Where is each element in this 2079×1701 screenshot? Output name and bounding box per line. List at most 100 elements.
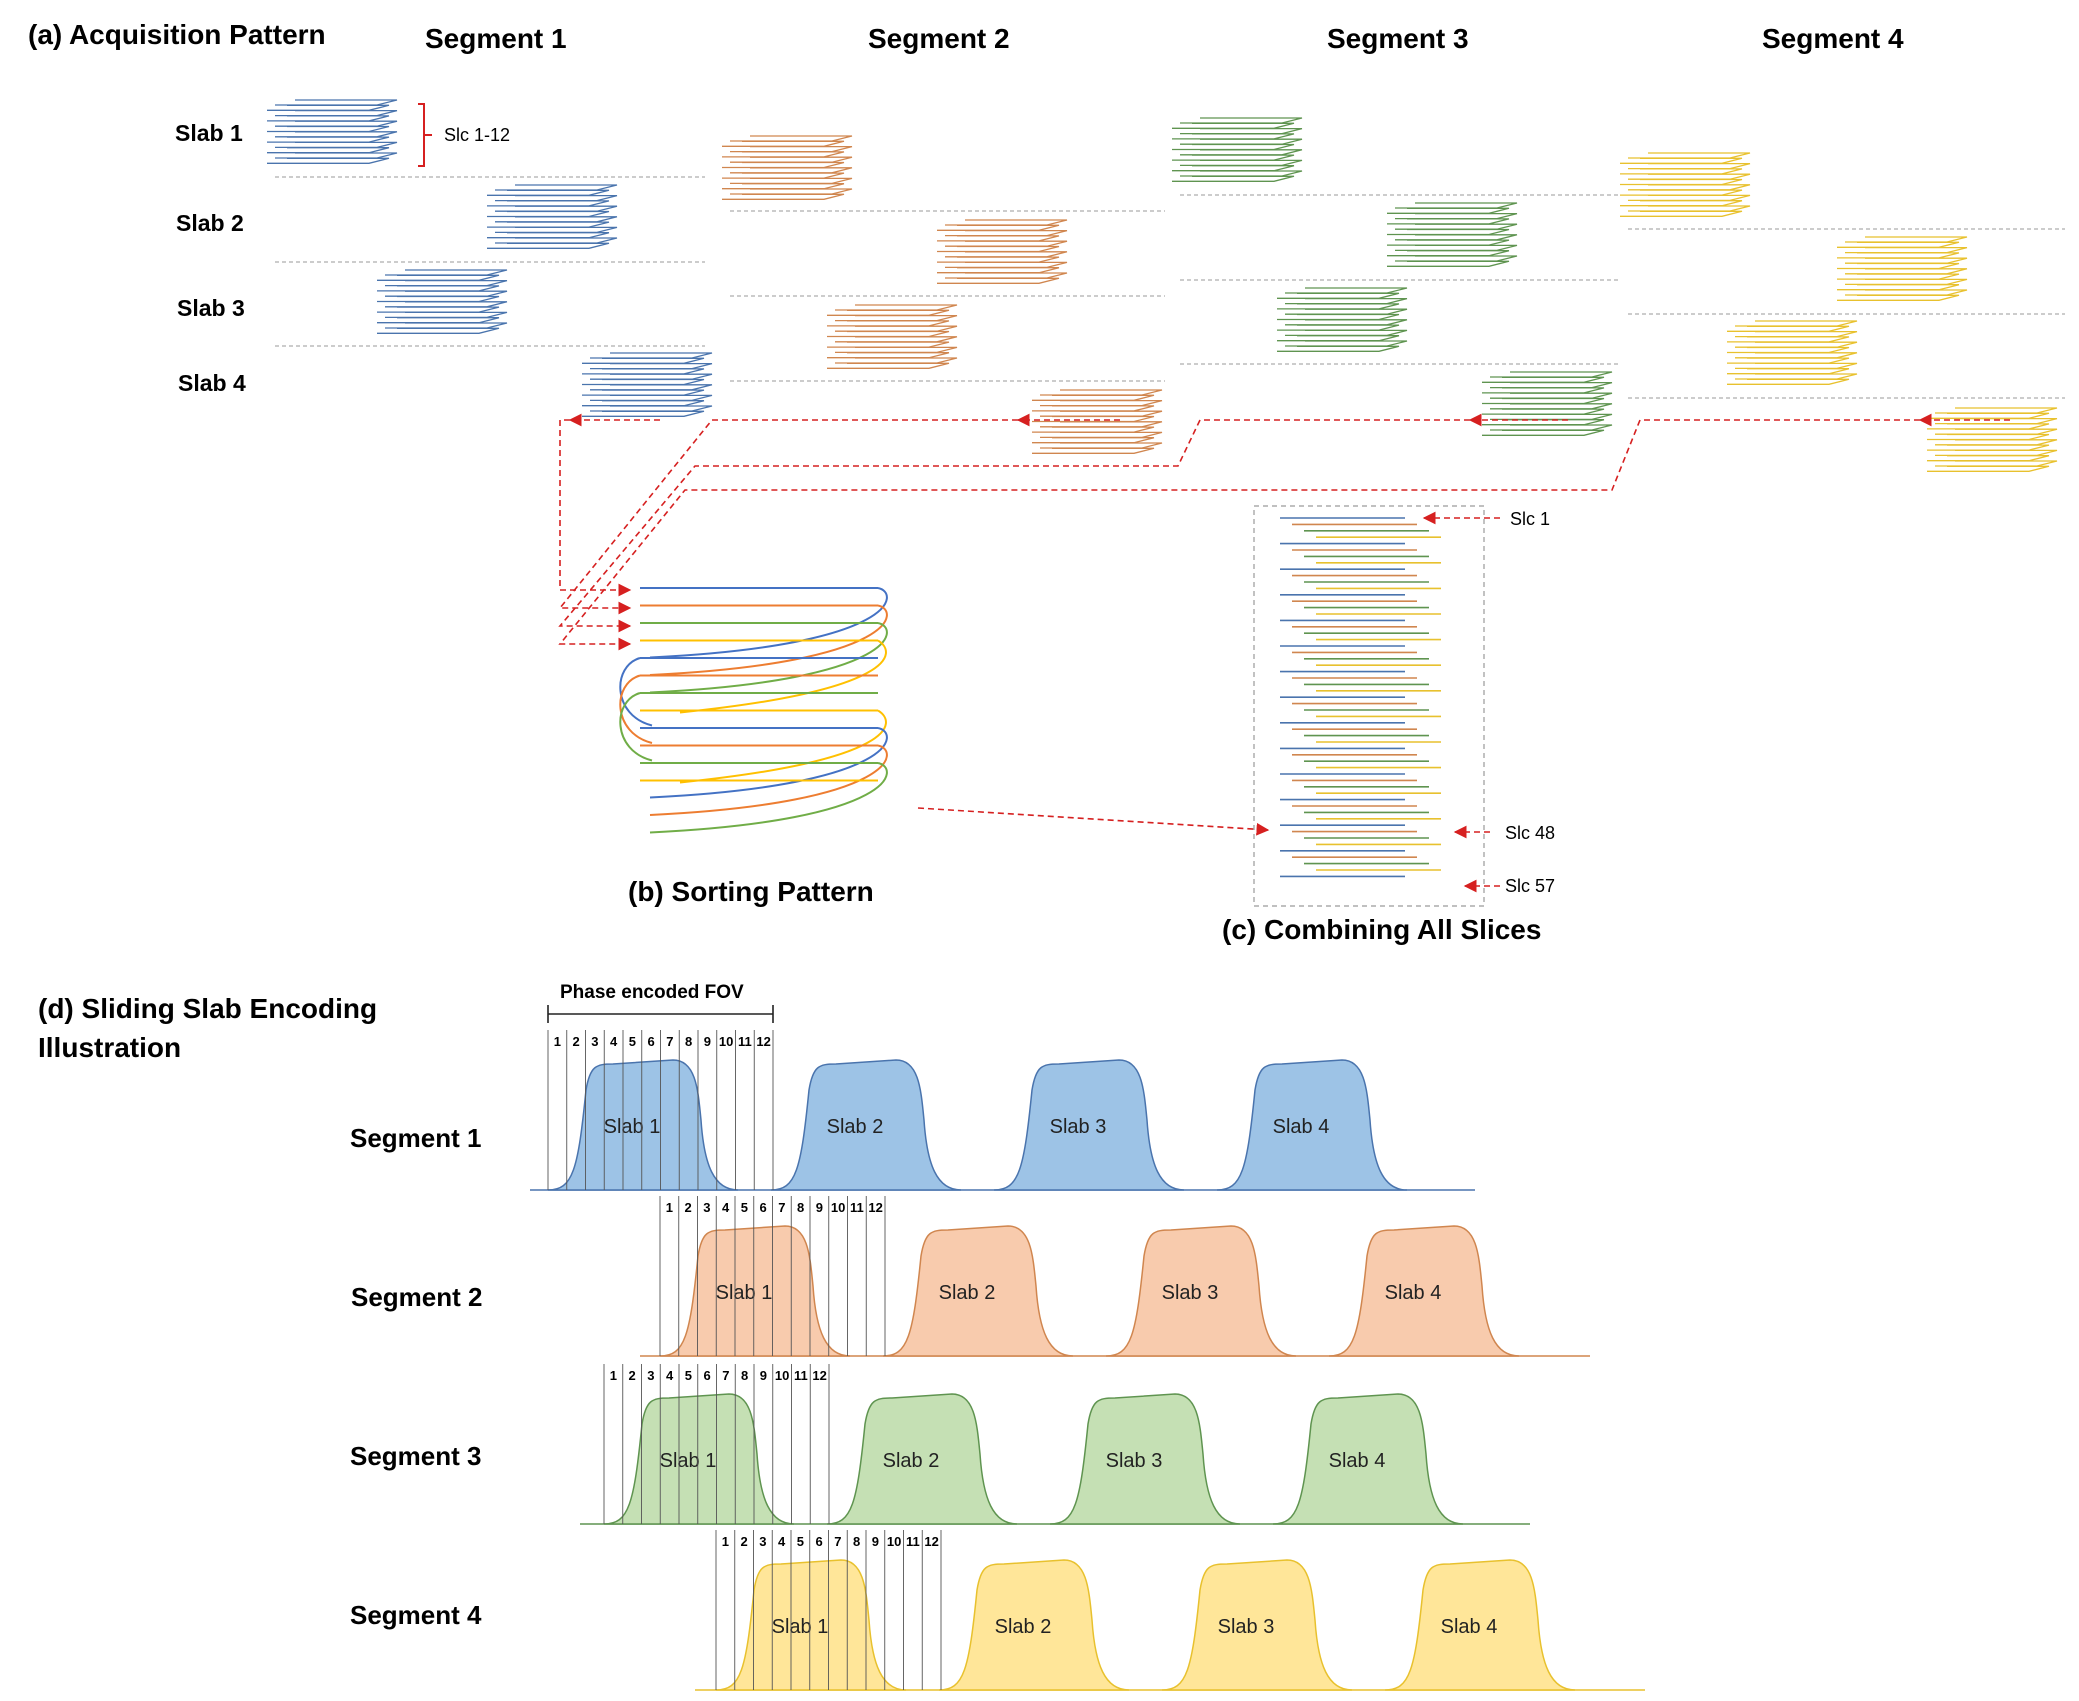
slab-profile-label-seg1-4: Slab 4 bbox=[1273, 1116, 1330, 1138]
slc-first-label: Slc 1 bbox=[1510, 509, 1550, 529]
slice-number-seg2-7: 7 bbox=[778, 1200, 785, 1215]
slab-profile-label-seg4-2: Slab 2 bbox=[995, 1616, 1052, 1638]
slice-number-seg4-6: 6 bbox=[816, 1534, 823, 1549]
slice-number-seg4-3: 3 bbox=[759, 1534, 766, 1549]
panel-c-title: (c) Combining All Slices bbox=[1222, 914, 1541, 945]
slab-profile-label-seg3-4: Slab 4 bbox=[1329, 1450, 1386, 1472]
slice-number-seg2-8: 8 bbox=[797, 1200, 804, 1215]
slice-stack-seg3-slab3 bbox=[1277, 287, 1408, 352]
sort-connector-5 bbox=[619, 657, 653, 727]
slab-dividers bbox=[275, 176, 2065, 399]
combined-slices bbox=[1280, 517, 1441, 878]
slice-number-seg1-12: 12 bbox=[756, 1034, 770, 1049]
slice-stack-seg1-slab1 bbox=[267, 99, 398, 164]
sort-connector-8 bbox=[679, 709, 887, 784]
combined-slices-frame bbox=[1253, 505, 1485, 907]
slice-number-seg1-6: 6 bbox=[648, 1034, 655, 1049]
sort-connector-7 bbox=[619, 692, 653, 762]
slice-number-seg3-10: 10 bbox=[775, 1368, 789, 1383]
slab-label-1: Slab 1 bbox=[175, 120, 243, 146]
slice-number-seg2-11: 11 bbox=[850, 1200, 864, 1215]
slice-number-seg3-3: 3 bbox=[647, 1368, 654, 1383]
slab-profile-label-seg1-2: Slab 2 bbox=[827, 1116, 884, 1138]
slab-profile-seg3-slab2 bbox=[826, 1393, 1018, 1525]
slice-number-seg3-4: 4 bbox=[666, 1368, 674, 1383]
slab-profile-seg3-slab1 bbox=[603, 1393, 795, 1525]
segment-header-4: Segment 4 bbox=[1762, 23, 1904, 54]
slice-stacks bbox=[267, 99, 2058, 472]
slice-stack-seg4-slab4 bbox=[1927, 407, 2058, 472]
slice-number-seg3-7: 7 bbox=[722, 1368, 729, 1383]
slab-label-4: Slab 4 bbox=[178, 370, 246, 396]
slice-number-seg2-5: 5 bbox=[741, 1200, 748, 1215]
slice-number-seg2-4: 4 bbox=[722, 1200, 730, 1215]
slab-profile-label-seg3-1: Slab 1 bbox=[660, 1450, 717, 1472]
slice-number-seg3-6: 6 bbox=[704, 1368, 711, 1383]
slice-number-seg2-12: 12 bbox=[868, 1200, 882, 1215]
slab-profile-label-seg2-2: Slab 2 bbox=[939, 1282, 996, 1304]
slab-profile-label-seg3-3: Slab 3 bbox=[1106, 1450, 1163, 1472]
slice-range-label: Slc 1-12 bbox=[444, 125, 510, 145]
row-label-segment-1: Segment 1 bbox=[350, 1123, 482, 1153]
slice-stack-seg3-slab4 bbox=[1482, 371, 1613, 436]
slice-stack-seg3-slab2 bbox=[1387, 202, 1518, 267]
slice-number-seg4-11: 11 bbox=[906, 1534, 920, 1549]
slab-profile-seg2-slab3 bbox=[1105, 1225, 1297, 1357]
slab-profile-label-seg1-1: Slab 1 bbox=[604, 1116, 661, 1138]
slice-number-seg4-7: 7 bbox=[834, 1534, 841, 1549]
sort-connector-1 bbox=[649, 587, 888, 659]
slice-number-seg4-2: 2 bbox=[741, 1534, 748, 1549]
segment-header-2: Segment 2 bbox=[868, 23, 1010, 54]
slab-profile-seg4-slab2 bbox=[938, 1559, 1130, 1691]
slice-number-seg2-3: 3 bbox=[703, 1200, 710, 1215]
sort-connector-11 bbox=[649, 762, 888, 834]
slice-stack-seg2-slab4 bbox=[1032, 389, 1163, 454]
slab-profile-label-seg2-1: Slab 1 bbox=[716, 1282, 773, 1304]
slice-range-bracket bbox=[418, 103, 432, 167]
panel-d-title-line1: (d) Sliding Slab Encoding bbox=[38, 993, 377, 1024]
slice-number-seg2-1: 1 bbox=[666, 1200, 673, 1215]
slice-number-seg3-5: 5 bbox=[685, 1368, 692, 1383]
slab-profile-seg4-slab1 bbox=[715, 1559, 907, 1691]
slice-number-seg1-5: 5 bbox=[629, 1034, 636, 1049]
slice-number-seg4-9: 9 bbox=[872, 1534, 879, 1549]
slice-number-seg2-6: 6 bbox=[760, 1200, 767, 1215]
slice-stack-seg4-slab1 bbox=[1620, 152, 1751, 217]
sorting-pattern bbox=[619, 587, 888, 834]
panel-b-title: (b) Sorting Pattern bbox=[628, 876, 874, 907]
slice-stack-seg2-slab2 bbox=[937, 219, 1068, 284]
slice-stack-seg2-slab3 bbox=[827, 304, 958, 369]
segment-header-3: Segment 3 bbox=[1327, 23, 1469, 54]
slice-number-seg2-10: 10 bbox=[831, 1200, 845, 1215]
slice-number-seg1-11: 11 bbox=[738, 1034, 752, 1049]
slab-profile-seg3-slab3 bbox=[1049, 1393, 1241, 1525]
slice-stack-seg4-slab2 bbox=[1837, 236, 1968, 301]
slice-number-seg1-2: 2 bbox=[573, 1034, 580, 1049]
sort-connector-9 bbox=[649, 727, 888, 799]
slab-label-3: Slab 3 bbox=[177, 295, 245, 321]
slice-number-seg4-5: 5 bbox=[797, 1534, 804, 1549]
sort-connector-2 bbox=[649, 604, 888, 676]
slice-number-seg1-1: 1 bbox=[554, 1034, 561, 1049]
sort-connector-3 bbox=[649, 622, 888, 694]
panel-a-title: (a) Acquisition Pattern bbox=[28, 19, 326, 50]
row-label-segment-2: Segment 2 bbox=[351, 1282, 483, 1312]
slab-label-2: Slab 2 bbox=[176, 210, 244, 236]
slice-number-seg1-8: 8 bbox=[685, 1034, 692, 1049]
slice-number-seg4-1: 1 bbox=[722, 1534, 729, 1549]
slice-number-seg3-12: 12 bbox=[812, 1368, 826, 1383]
panel-d-title-line2: Illustration bbox=[38, 1032, 181, 1063]
slice-number-seg1-7: 7 bbox=[666, 1034, 673, 1049]
segment-header-1: Segment 1 bbox=[425, 23, 567, 54]
slab-profile-label-seg2-3: Slab 3 bbox=[1162, 1282, 1219, 1304]
slab-profile-seg3-slab4 bbox=[1272, 1393, 1464, 1525]
slice-number-seg2-2: 2 bbox=[685, 1200, 692, 1215]
row-label-segment-3: Segment 3 bbox=[350, 1441, 482, 1471]
sort-connector-10 bbox=[649, 744, 888, 816]
slice-number-seg1-9: 9 bbox=[704, 1034, 711, 1049]
fov-label: Phase encoded FOV bbox=[560, 982, 744, 1003]
slice-number-seg4-8: 8 bbox=[853, 1534, 860, 1549]
